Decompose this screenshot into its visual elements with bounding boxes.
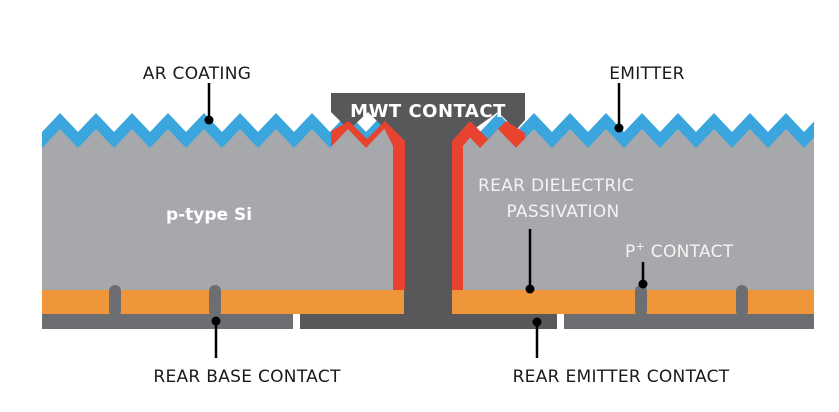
- label-rear-dielectric-line2: PASSIVATION: [506, 202, 619, 222]
- rear-base-contact-strip-left: [42, 314, 293, 329]
- label-p-contact-rest: CONTACT: [645, 242, 734, 262]
- base-contact-finger: [209, 285, 221, 317]
- label-p-type-si: p-type Si: [166, 205, 252, 225]
- base-contact-finger: [736, 285, 748, 317]
- label-rear-emitter-contact: REAR EMITTER CONTACT: [513, 367, 730, 387]
- leader-rear-dielectric: [525, 229, 535, 294]
- p-type-silicon-right: [463, 129, 814, 290]
- base-contact-finger: [109, 285, 121, 317]
- rear-passivation-left: [42, 290, 404, 314]
- label-rear-base-contact: REAR BASE CONTACT: [153, 367, 341, 387]
- label-p-contact-main: P: [625, 242, 636, 262]
- label-ar-coating: AR COATING: [143, 64, 251, 84]
- leader-ar-coating: [204, 83, 214, 125]
- label-mwt-contact: MWT CONTACT: [350, 101, 506, 122]
- label-p-contact-sup: +: [636, 240, 646, 253]
- rear-passivation-right: [452, 290, 814, 314]
- leader-p-contact: [638, 262, 648, 289]
- leader-emitter: [614, 83, 624, 133]
- label-rear-dielectric-line1: REAR DIELECTRIC: [478, 176, 634, 196]
- label-p-contact: P+ CONTACT: [625, 240, 734, 262]
- rear-base-contact-strip-right: [564, 314, 814, 329]
- mwt-contact: [331, 93, 525, 329]
- leader-rear-base-contact: [211, 316, 221, 358]
- p-type-silicon-left: [42, 129, 393, 290]
- base-contact-finger: [635, 285, 647, 317]
- leader-rear-emitter-contact: [532, 317, 542, 358]
- label-emitter: EMITTER: [609, 64, 685, 84]
